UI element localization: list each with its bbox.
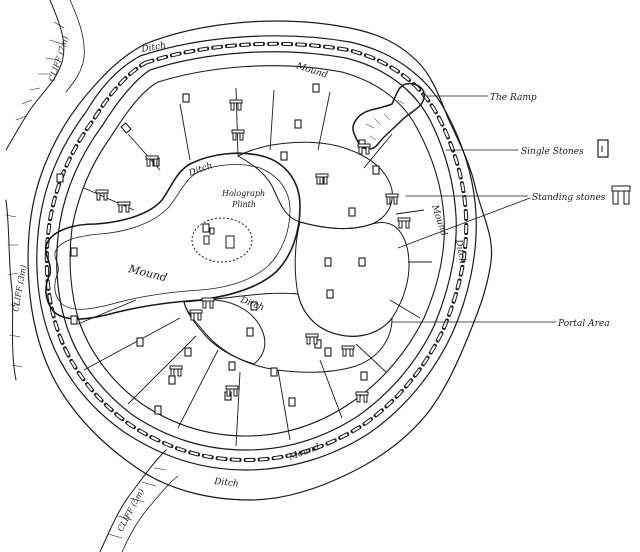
radial-line (355, 343, 387, 373)
radial-line (319, 359, 343, 419)
single-stone (228, 361, 236, 371)
stones-layer (56, 83, 411, 415)
radial-line (269, 89, 275, 151)
holograph-plinth-circle (191, 217, 253, 263)
legend-standing-stones-label: Standing stones (532, 193, 606, 203)
inner-bank-line (69, 65, 445, 437)
label-mound-center: Mound (126, 262, 168, 284)
ditch-ring-core (45, 42, 468, 462)
legend-single-stones-label: Single Stones (521, 147, 584, 157)
cliff-edge-top-left (5, 0, 85, 151)
standing-stone (357, 143, 371, 155)
radial-line (277, 369, 291, 441)
single-stone (372, 165, 380, 175)
standing-stone (229, 99, 243, 111)
single-stone (202, 223, 210, 233)
single-stone (270, 367, 278, 377)
radial-line (235, 371, 241, 447)
single-stone (326, 289, 334, 299)
legend: The Ramp Single Stones Standing stones P… (391, 93, 631, 329)
standing-stone-trilithon-icon (611, 185, 631, 205)
outer-perimeter (27, 20, 493, 501)
radial-line (395, 209, 425, 215)
single-stone (184, 347, 192, 357)
central-mound (44, 152, 301, 320)
radial-line (235, 87, 239, 157)
standing-stone (341, 345, 355, 357)
single-stone (358, 257, 366, 267)
standing-stone (117, 201, 131, 213)
portal-area (183, 141, 410, 373)
label-mound-top: Mound (294, 61, 329, 81)
single-stone (294, 119, 302, 129)
single-stone (288, 397, 296, 407)
standing-stone (355, 391, 369, 403)
single-stone (154, 405, 162, 415)
single-stone (56, 173, 64, 183)
the-ramp-shading (365, 91, 415, 141)
standing-stone (385, 193, 399, 205)
label-mound-bottom: Mound (287, 442, 322, 463)
single-stone (324, 257, 332, 267)
single-stone (250, 301, 258, 311)
label-plinth: Plinth (231, 200, 256, 209)
standing-stone (169, 365, 183, 377)
standing-stone (231, 129, 245, 141)
single-stone (182, 93, 190, 103)
radial-line (363, 133, 393, 169)
legend-portal-area-label: Portal Area (557, 319, 610, 329)
single-stone (348, 207, 356, 217)
single-stone (312, 83, 320, 93)
single-stone (246, 327, 254, 337)
label-ditch-right: Ditch (453, 238, 467, 265)
single-stone (324, 347, 332, 357)
outer-mound-bank (36, 35, 477, 471)
standing-stone (95, 189, 109, 201)
standing-stone (397, 217, 411, 229)
label-cliff-left: CLIFF (3m) (11, 264, 28, 312)
central-mound-outline (54, 164, 291, 310)
standing-stone (225, 385, 239, 397)
standing-stone (145, 155, 159, 167)
standing-stone (305, 333, 319, 345)
standing-stone (315, 173, 329, 185)
single-stone (168, 375, 176, 385)
single-stone (280, 151, 288, 161)
label-holograph: Holograph (221, 189, 265, 198)
radial-line (127, 335, 197, 405)
single-stone (70, 315, 78, 325)
cliff-edge-left (5, 199, 23, 381)
radial-line (177, 349, 219, 429)
label-ditch-bottom: Ditch (213, 477, 239, 490)
ditch-ring (44, 41, 469, 462)
single-stone (120, 122, 132, 134)
radial-line (389, 299, 421, 319)
cliff-edge-bottom-left (99, 449, 179, 552)
radial-line (77, 299, 137, 325)
radial-line (317, 91, 331, 151)
single-stone (136, 337, 144, 347)
single-stone (360, 371, 368, 381)
radial-line (83, 317, 181, 371)
single-stone (70, 247, 78, 257)
single-stone-icon (597, 139, 609, 158)
standing-stone (189, 309, 203, 321)
legend-ramp-label: The Ramp (490, 93, 537, 103)
radial-line (179, 103, 191, 161)
plinth-stones (203, 227, 235, 249)
label-ditch-top: Ditch (140, 41, 167, 55)
standing-stone (201, 297, 215, 309)
the-ramp (352, 82, 425, 150)
